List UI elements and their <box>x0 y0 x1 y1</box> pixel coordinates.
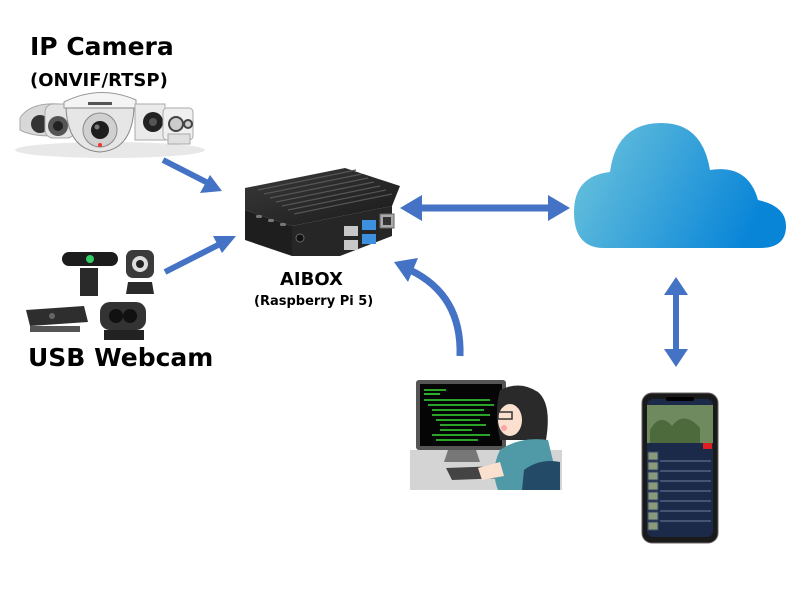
recording-list <box>647 451 659 531</box>
developer-illustration <box>410 380 562 490</box>
usb-webcam-image <box>26 250 154 340</box>
webcam-round-icon <box>126 250 154 294</box>
arrow-ipcam-to-aibox <box>161 157 222 193</box>
cloud-icon <box>574 122 786 248</box>
record-button <box>703 443 712 449</box>
aibox-device-image <box>245 168 400 256</box>
usb-webcam-label: USB Webcam <box>28 343 214 372</box>
smartphone-image <box>641 392 719 544</box>
code-lines <box>424 389 494 441</box>
arrow-cloud-phone-bidirectional <box>664 277 688 367</box>
ip-camera-protocol-label: (ONVIF/RTSP) <box>30 70 168 91</box>
arrow-usb-to-aibox <box>163 236 236 275</box>
webcam-dual-lens-icon <box>100 302 146 340</box>
ip-camera-label: IP Camera <box>30 32 174 61</box>
webcam-bar-icon <box>62 252 118 296</box>
aibox-hardware-label: (Raspberry Pi 5) <box>254 294 374 309</box>
bullet-camera-icon <box>134 103 166 141</box>
aibox-label: AIBOX <box>280 269 343 290</box>
bullet-camera-icon-2 <box>162 107 194 145</box>
main-dome-camera-icon <box>63 91 137 153</box>
ip-camera-image <box>15 91 205 158</box>
arrow-developer-to-aibox <box>394 258 464 357</box>
usb-c-ports <box>256 215 286 226</box>
webcam-wide-icon <box>26 306 88 332</box>
arrow-aibox-cloud-bidirectional <box>400 195 570 221</box>
usb-ports <box>344 220 376 250</box>
